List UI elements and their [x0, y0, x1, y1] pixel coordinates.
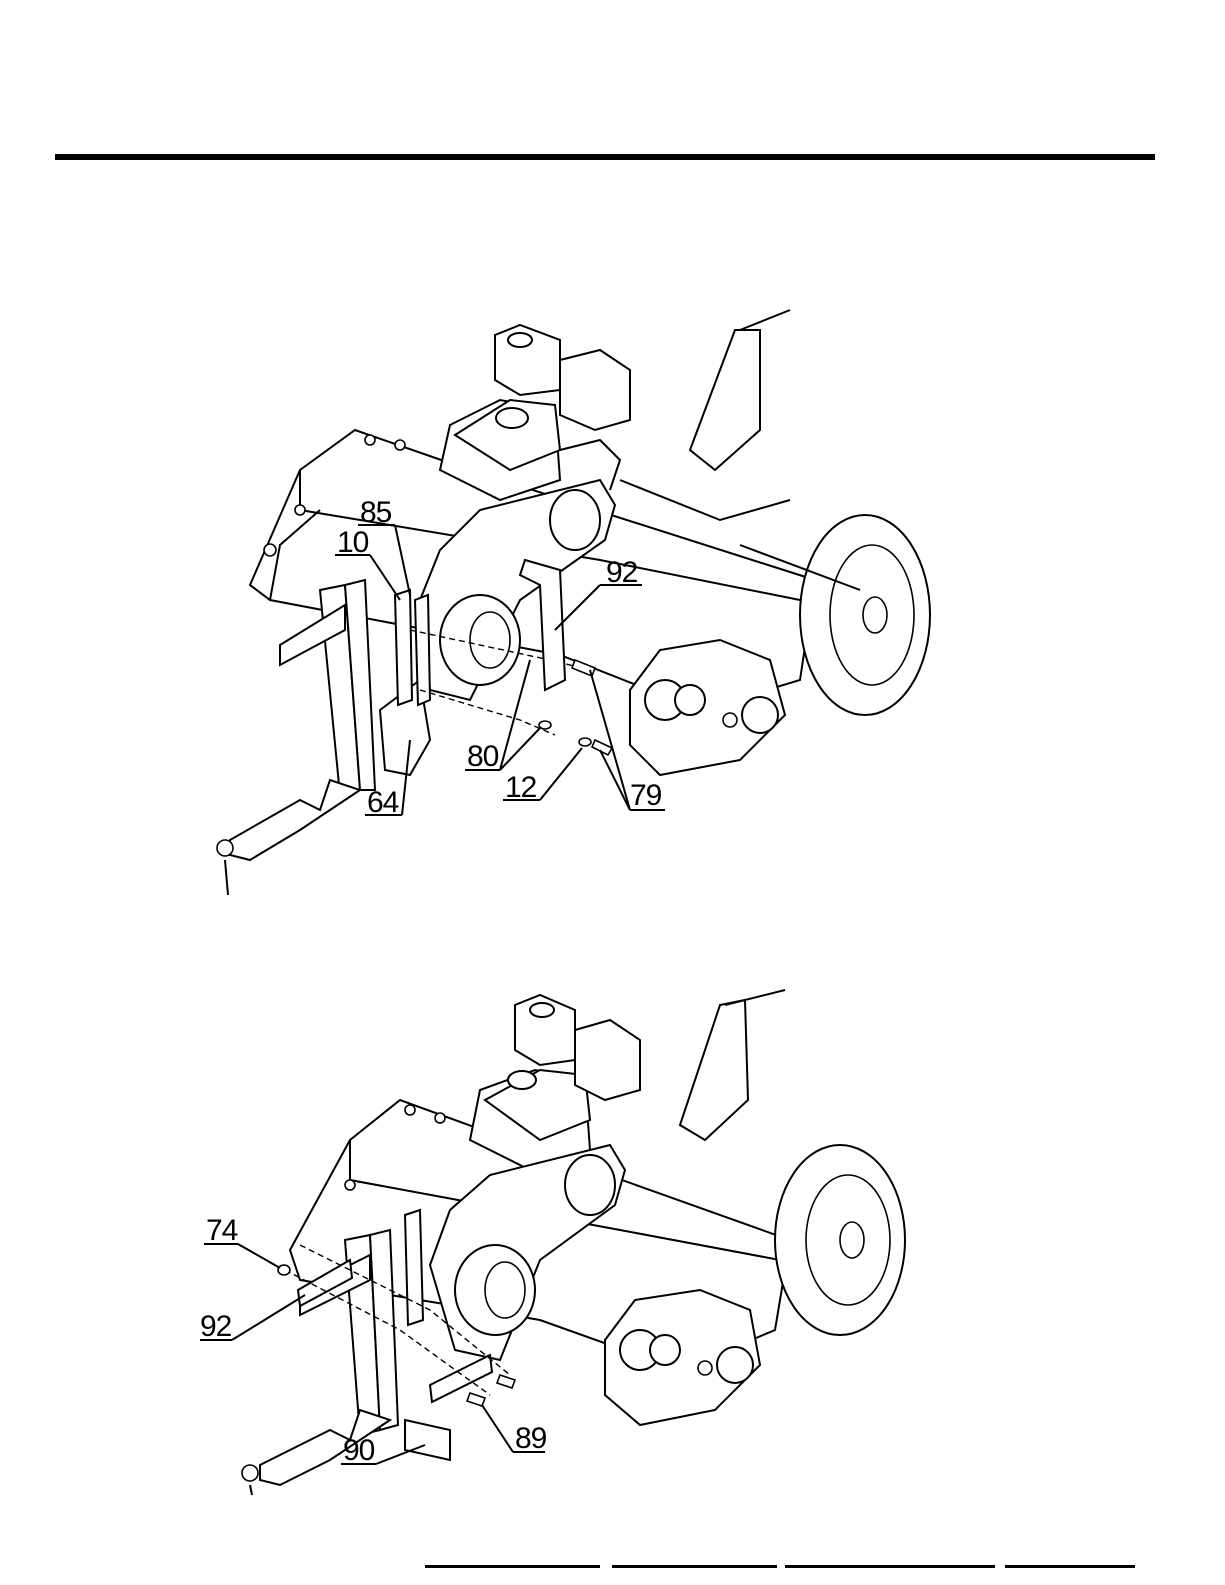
machine-drawing-2	[242, 990, 905, 1495]
callout-80: 80	[467, 740, 499, 773]
footer-rule-segment	[785, 1565, 995, 1568]
callout-89: 89	[515, 1422, 547, 1455]
footer-rule-segment	[612, 1565, 777, 1568]
callout-79: 79	[630, 779, 662, 812]
callout-92b: 92	[200, 1310, 232, 1343]
callout-90: 90	[343, 1434, 375, 1467]
machine-drawing-1	[217, 310, 930, 895]
footer-rule-segment	[425, 1565, 600, 1568]
callout-74: 74	[206, 1214, 238, 1247]
footer-rule-segment	[1005, 1565, 1135, 1568]
